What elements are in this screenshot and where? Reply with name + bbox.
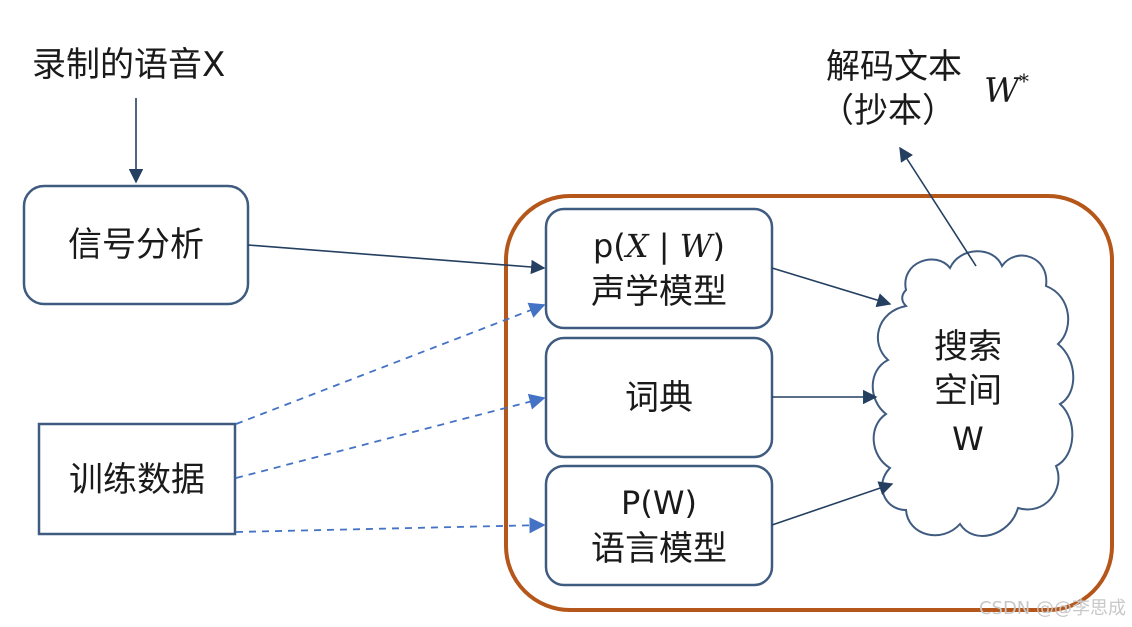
- arrow-search-to-output: [899, 146, 977, 267]
- formula-bar: |: [649, 227, 680, 265]
- dashed-arrow-training-to-acoustic: [235, 302, 546, 425]
- language-model-label: 语言模型: [591, 529, 727, 569]
- formula-prefix: p(: [593, 227, 626, 265]
- search-space-cloud: [871, 250, 1075, 537]
- output-line2: （抄本）: [820, 91, 956, 131]
- dashed-arrow-training-to-language: [235, 517, 546, 534]
- formula-w: W: [680, 227, 716, 265]
- search-space-line1: 搜索: [934, 327, 1002, 367]
- arrow-acoustic-to-search: [771, 267, 892, 308]
- input-speech-label: 录制的语音X: [32, 45, 225, 85]
- acoustic-model-label: 声学模型: [591, 272, 727, 312]
- arrow-signal-to-acoustic: [247, 244, 546, 275]
- training-data-box: [37, 422, 237, 536]
- search-space-line3: W: [952, 420, 984, 458]
- output-superscript: *: [1019, 69, 1029, 93]
- search-space-line2: 空间: [934, 371, 1002, 411]
- lexicon-label: 词典: [625, 378, 693, 418]
- formula-x: X: [623, 227, 650, 265]
- watermark: CSDN @@李思成: [979, 598, 1126, 619]
- arrow-language-to-search: [771, 481, 894, 526]
- output-symbol-w: W: [984, 71, 1022, 111]
- decoder-container: [504, 194, 1114, 612]
- dashed-arrow-training-to-lexicon: [235, 393, 546, 479]
- language-model-box: [544, 464, 774, 587]
- output-line1: 解码文本: [826, 47, 962, 87]
- language-model-formula: P(W): [621, 484, 697, 522]
- acoustic-model-formula: p(X | W): [593, 227, 725, 265]
- training-data-label: 训练数据: [69, 460, 205, 500]
- signal-analysis-label: 信号分析: [68, 225, 204, 265]
- formula-suffix: ): [713, 227, 725, 265]
- output-symbol: W*: [984, 69, 1029, 111]
